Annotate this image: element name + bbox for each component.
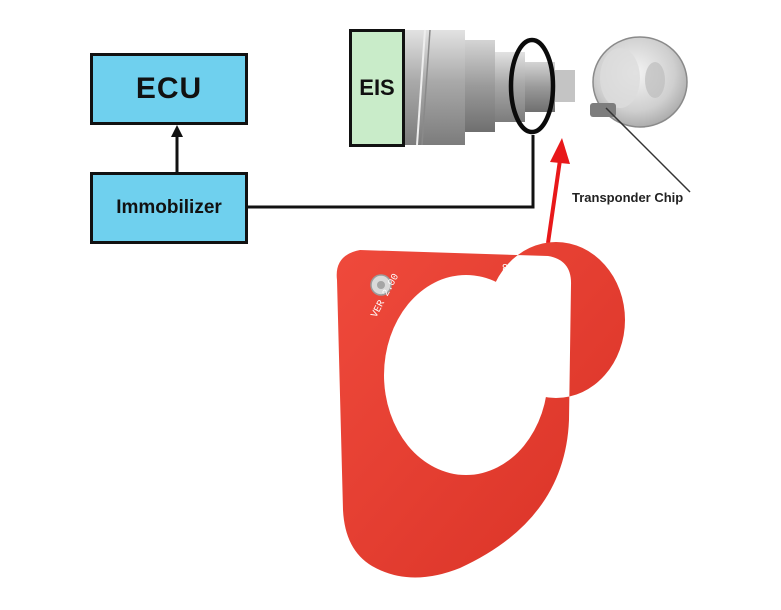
immobilizer-to-ecu-arrow [171,125,183,172]
car-key-icon [590,36,691,193]
antenna-wire [248,135,535,209]
antenna-board-center-hole [384,275,548,475]
immobilizer-label: Immobilizer [116,197,222,218]
chip-leader-line [605,107,691,193]
ecu-block: ECU [90,53,248,125]
antenna-ring-icon [508,37,556,135]
transponder-chip-label: Transponder Chip [572,190,684,205]
ignition-cylinder [405,29,575,146]
red-arrow [546,138,570,244]
antenna-board: VER 2.00 113 [336,242,625,578]
ecu-label: ECU [135,72,203,105]
eis-label: EIS [359,75,395,100]
board-code-text: 113 [502,260,520,271]
immobilizer-block: Immobilizer [90,172,248,244]
mounting-hole [542,284,554,296]
eis-block: EIS [349,29,405,147]
